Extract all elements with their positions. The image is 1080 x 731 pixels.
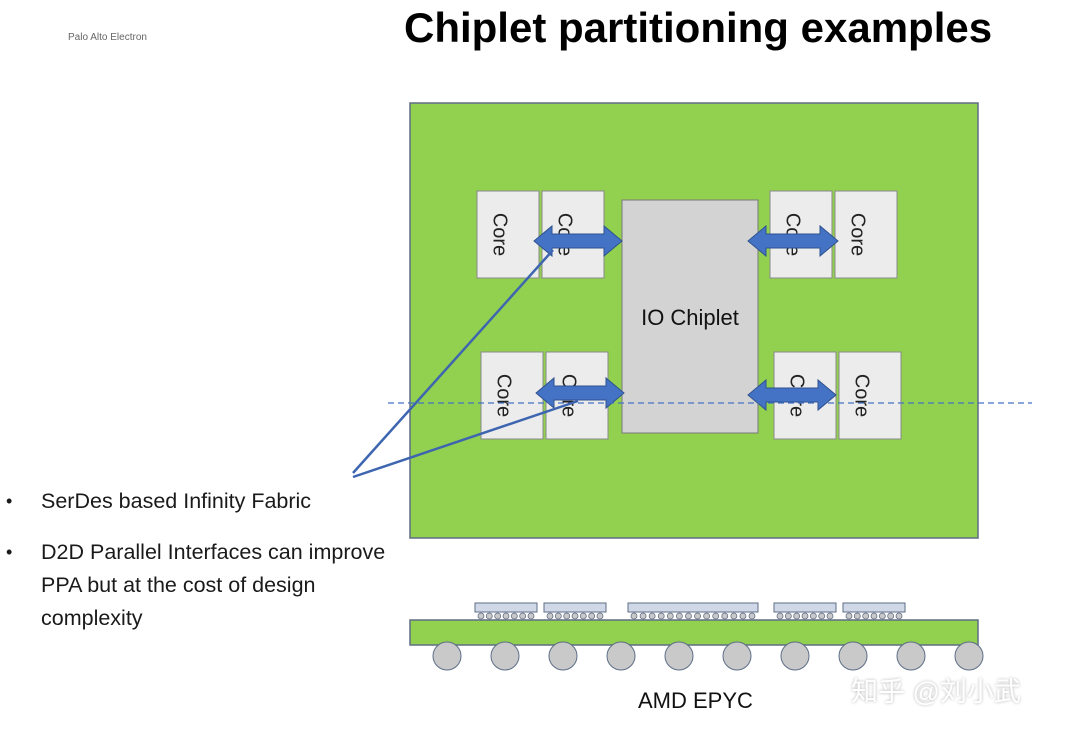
microbump [563, 612, 571, 620]
solder-ball [548, 641, 578, 671]
microbumps [477, 612, 903, 620]
microbump [818, 612, 826, 620]
callout-line [352, 399, 579, 479]
bullet-marker: • [6, 491, 13, 511]
microbump [685, 612, 692, 620]
microbump [596, 612, 604, 620]
die [627, 602, 759, 613]
solder-ball [838, 641, 868, 671]
bullet-text: SerDes based Infinity Fabric [41, 489, 312, 513]
core-label: Core [847, 213, 869, 256]
microbump [494, 612, 502, 620]
microbump [639, 612, 647, 620]
microbump [502, 612, 510, 620]
microbump [853, 612, 861, 620]
microbump [527, 612, 535, 620]
microbump [703, 612, 711, 620]
microbump [721, 612, 729, 620]
core-label: Core [851, 374, 873, 417]
microbump [546, 612, 554, 620]
solder-ball [896, 641, 926, 671]
die [543, 602, 607, 613]
microbump [784, 612, 792, 620]
package-cross-section [409, 602, 984, 671]
infinity-fabric-arrow [747, 378, 837, 412]
core-chiplet: Core [476, 190, 540, 279]
microbump [878, 612, 886, 620]
microbump [793, 612, 801, 620]
io-chiplet [621, 199, 759, 434]
microbump [675, 612, 683, 620]
microbump [826, 612, 834, 620]
microbump [776, 612, 784, 620]
microbump [588, 612, 596, 620]
core-chiplet: Core [480, 351, 544, 440]
microbump [571, 612, 579, 620]
solder-ball [954, 641, 984, 671]
diagram-caption: AMD EPYC [638, 688, 753, 713]
bullet-text: D2D Parallel Interfaces can improve PPA … [41, 540, 386, 630]
microbump [870, 612, 878, 620]
microbump [748, 612, 756, 620]
page-title: Chiplet partitioning examples [404, 4, 993, 51]
solder-ball [490, 641, 520, 671]
bullet-item: • D2D Parallel Interfaces can improve PP… [6, 536, 386, 635]
microbump [666, 612, 674, 620]
substrate-side [409, 619, 979, 646]
microbump [554, 612, 562, 620]
infinity-fabric-arrow [747, 224, 839, 258]
io-chiplet-label: IO Chiplet [641, 305, 739, 330]
die [773, 602, 837, 613]
solder-ball [780, 641, 810, 671]
core-label: Core [493, 374, 515, 417]
solder-ball [606, 641, 636, 671]
microbump [730, 612, 738, 620]
microbump [712, 612, 720, 620]
microbump [630, 612, 638, 620]
brand-label: Palo Alto Electron [68, 32, 147, 43]
solder-ball [722, 641, 752, 671]
microbump [519, 612, 527, 620]
core-chiplet: Core [838, 351, 902, 440]
microbump [477, 612, 485, 620]
microbump [809, 612, 817, 620]
microbump [862, 612, 870, 620]
solder-balls [432, 641, 984, 671]
microbump [801, 612, 809, 620]
microbump [579, 612, 587, 620]
solder-ball [432, 641, 462, 671]
microbump [887, 612, 895, 620]
bullet-item: • SerDes based Infinity Fabric [6, 485, 386, 518]
core-chiplet: Core [834, 190, 898, 279]
die [842, 602, 906, 613]
microbump [895, 612, 903, 620]
bullet-list: • SerDes based Infinity Fabric • D2D Par… [6, 485, 386, 653]
callout-line [352, 249, 554, 474]
die [474, 602, 538, 613]
solder-ball [664, 641, 694, 671]
microbump [845, 612, 853, 620]
core-label: Core [489, 213, 511, 256]
microbump [648, 612, 656, 620]
microbump [657, 612, 665, 620]
microbump [485, 612, 493, 620]
watermark: 知乎 @刘小武 [851, 677, 1021, 707]
microbump [739, 612, 747, 620]
bullet-marker: • [6, 542, 13, 562]
microbump [510, 612, 518, 620]
microbump [694, 612, 701, 620]
